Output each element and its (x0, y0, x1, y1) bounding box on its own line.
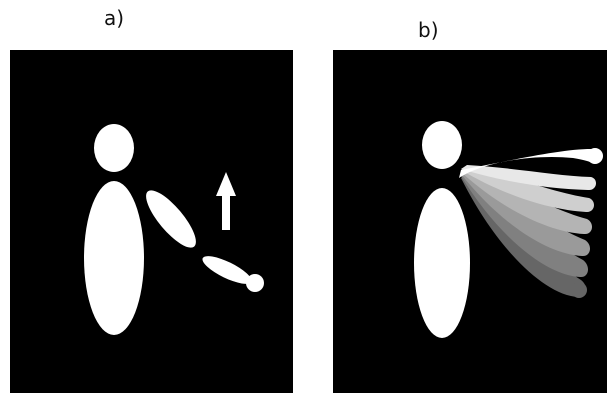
panel-a-label: a) (104, 6, 124, 30)
figure-hand (246, 274, 264, 292)
figure-upper-arm (139, 184, 204, 255)
figure-body (414, 188, 470, 338)
panel-a (10, 50, 293, 393)
panel-b (333, 50, 607, 393)
panel-b-label: b) (418, 18, 439, 42)
arm-sweep-fan (459, 148, 603, 298)
figure-head (422, 121, 462, 169)
hand-position-7 (571, 282, 587, 298)
up-arrow-icon (216, 172, 236, 230)
panel-a-figure (10, 50, 293, 393)
panel-b-figure (333, 50, 607, 393)
figure-body (84, 181, 144, 335)
figure-head (94, 124, 134, 172)
hand-position-1 (587, 148, 603, 164)
